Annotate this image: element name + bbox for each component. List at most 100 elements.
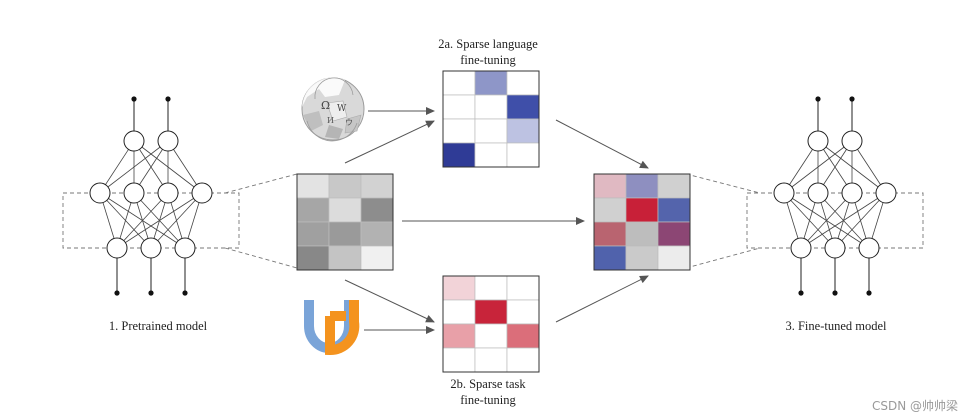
pretrained-net-edge <box>150 192 203 249</box>
finetuned-net-neuron <box>875 182 897 204</box>
combined-matrix-cell <box>593 173 627 199</box>
combined-matrix-cell <box>657 221 691 247</box>
pretrained-net-neuron <box>174 237 196 259</box>
arrow-pretrained-to-language <box>344 120 435 164</box>
language-matrix-cell <box>474 70 508 96</box>
language-matrix-cell <box>506 94 540 120</box>
combined-matrix-cell <box>657 197 691 223</box>
pretrained-network <box>62 96 240 296</box>
pretrained-weight-matrix <box>296 173 394 271</box>
language-matrix-cell <box>506 142 540 168</box>
pretrained-net-input-dot <box>114 290 120 296</box>
pretrained-matrix-cell <box>360 221 394 247</box>
pretrained-matrix-cell <box>328 245 362 271</box>
finetuned-net-output-dot <box>815 96 821 102</box>
svg-text:И: И <box>327 116 334 125</box>
pretrained-matrix-cell <box>296 221 330 247</box>
pretrained-net-neuron <box>106 237 128 259</box>
flow-arrows <box>344 107 649 334</box>
pretrained-net-edge <box>116 192 169 249</box>
csdn-watermark: CSDN @帅帅梁 <box>871 399 958 413</box>
task-matrix-border <box>442 275 540 373</box>
task-matrix-cell <box>474 323 508 349</box>
pretrained-net-input-dot <box>182 290 188 296</box>
pretrained-net-edge <box>99 140 169 194</box>
language-matrix-cell <box>442 142 476 168</box>
finetuned-net-neuron <box>807 182 829 204</box>
finetuned-net-neuron <box>807 130 829 152</box>
finetuned-net-input-dot <box>798 290 804 296</box>
pretrained-matrix-cell <box>328 221 362 247</box>
pretrained-matrix-border <box>296 173 394 271</box>
language-caption-line1: 2a. Sparse language <box>438 37 538 51</box>
task-matrix-cell <box>442 299 476 325</box>
task-matrix-cell <box>506 323 540 349</box>
language-matrix-cell <box>474 94 508 120</box>
combined-matrix-cell <box>657 245 691 271</box>
svg-text:Ω: Ω <box>321 99 330 112</box>
finetuned-net-neuron <box>824 237 846 259</box>
task-finetuning-caption: 2b. Sparse task fine-tuning <box>428 376 548 408</box>
task-matrix-cell <box>442 323 476 349</box>
combined-matrix-cell <box>625 197 659 223</box>
language-matrix-cell <box>506 118 540 144</box>
finetuned-net-input-dot <box>866 290 872 296</box>
language-matrix-cell <box>474 142 508 168</box>
pretrained-net-neuron <box>123 130 145 152</box>
pretrained-net-neuron <box>157 182 179 204</box>
language-matrix-cell <box>442 70 476 96</box>
pretrained-matrix-cell <box>328 173 362 199</box>
finetuned-net-edge <box>800 192 887 249</box>
pretrained-net-output-dot <box>131 96 137 102</box>
combined-matrix-cell <box>593 197 627 223</box>
finetuned-net-edge <box>783 140 853 194</box>
pretrained-net-neuron <box>191 182 213 204</box>
task-caption-line1: 2b. Sparse task <box>450 377 526 391</box>
finetuned-net-neuron <box>858 237 880 259</box>
pretrained-matrix-cell <box>296 245 330 271</box>
task-matrix-cell <box>506 275 540 301</box>
finetuned-net-edge <box>800 192 853 249</box>
pretrained-net-output-dot <box>165 96 171 102</box>
finetuned-model-caption: 3. Fine-tuned model <box>785 319 887 333</box>
pretrained-net-neuron <box>157 130 179 152</box>
projection-lines <box>224 173 761 269</box>
language-matrix-cell <box>442 118 476 144</box>
pretrained-net-neuron <box>140 237 162 259</box>
pretrained-net-edge <box>116 192 203 249</box>
task-matrix-cell <box>474 275 508 301</box>
arrow-task-to-combined <box>555 275 649 323</box>
language-matrix-cell <box>474 118 508 144</box>
pretrained-matrix-cell <box>360 245 394 271</box>
finetuned-network <box>746 96 924 296</box>
finetuned-net-input-dot <box>832 290 838 296</box>
pretrained-net-neuron <box>89 182 111 204</box>
language-finetuning-caption: 2a. Sparse language fine-tuning <box>428 36 548 68</box>
language-matrix-cell <box>506 70 540 96</box>
pretrained-model-caption: 1. Pretrained model <box>108 319 208 333</box>
task-matrix-cell <box>474 299 508 325</box>
combined-weight-matrix <box>593 173 691 271</box>
svg-text:ウ: ウ <box>345 118 353 127</box>
pretrained-matrix-cell <box>328 197 362 223</box>
combined-matrix-cell <box>593 245 627 271</box>
pretrained-net-input-dot <box>148 290 154 296</box>
svg-text:W: W <box>337 104 347 114</box>
task-matrix-cell <box>442 275 476 301</box>
finetuned-net-neuron <box>790 237 812 259</box>
pretrained-matrix-cell <box>360 197 394 223</box>
combined-matrix-cell <box>625 245 659 271</box>
finetuned-net-neuron <box>841 182 863 204</box>
language-caption-line2: fine-tuning <box>460 53 516 67</box>
task-sparse-matrix <box>442 275 540 373</box>
combined-matrix-border <box>593 173 691 271</box>
finetuned-net-output-dot <box>849 96 855 102</box>
arrow-language-to-combined <box>555 119 649 169</box>
pretrained-net-neuron <box>123 182 145 204</box>
pretrained-matrix-cell <box>360 173 394 199</box>
pretrained-matrix-cell <box>296 197 330 223</box>
combined-matrix-cell <box>625 221 659 247</box>
wikipedia-globe-icon: Ω W И ウ <box>301 77 365 142</box>
finetuned-net-neuron <box>773 182 795 204</box>
